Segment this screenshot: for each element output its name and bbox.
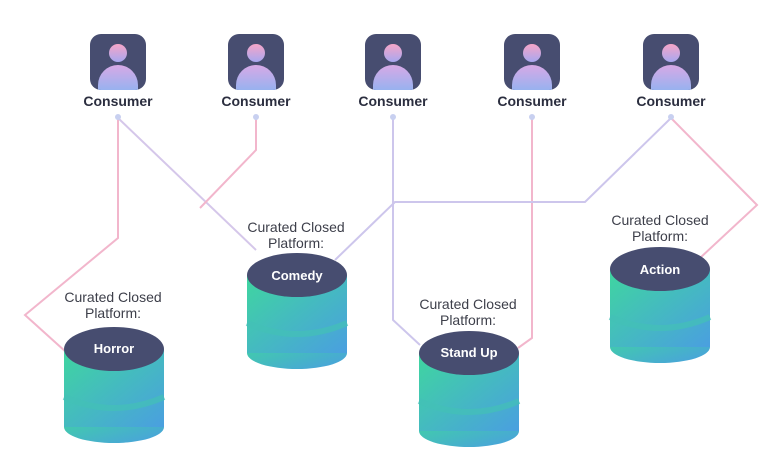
platform-caption-comedy: Curated Closed Platform: [226, 219, 366, 251]
connector-dot [668, 114, 674, 120]
database-icon [417, 331, 521, 447]
caption-line: Curated Closed [247, 219, 345, 235]
consumer-node-5: Consumer [621, 34, 721, 109]
consumer-label: Consumer [497, 93, 567, 109]
consumer-label: Consumer [358, 93, 428, 109]
consumer-label: Consumer [636, 93, 706, 109]
user-icon [228, 34, 284, 90]
consumer-node-4: Consumer [482, 34, 582, 109]
link-consumer-4-standup [517, 118, 533, 349]
connector-dot [115, 114, 121, 120]
database-icon [608, 247, 712, 363]
connector-dot [390, 114, 396, 120]
platform-name: Horror [93, 341, 135, 356]
platform-caption-action: Curated Closed Platform: [590, 212, 730, 244]
caption-line: Curated Closed [419, 296, 517, 312]
user-icon [504, 34, 560, 90]
database-action: Action [608, 247, 712, 367]
database-standup: Stand Up [417, 331, 521, 451]
connector-dot [529, 114, 535, 120]
platform-name: Action [639, 262, 681, 277]
user-icon [643, 34, 699, 90]
consumer-node-1: Consumer [68, 34, 168, 109]
platform-name: Stand Up [440, 345, 498, 360]
caption-line: Platform: [84, 305, 141, 321]
caption-line: Platform: [439, 312, 496, 328]
consumer-node-2: Consumer [206, 34, 306, 109]
link-consumer-2-horror [199, 118, 257, 209]
consumer-label: Consumer [83, 93, 153, 109]
consumer-node-3: Consumer [343, 34, 443, 109]
user-icon [90, 34, 146, 90]
link-consumer-5-action [670, 117, 759, 259]
link-consumer-3-standup [392, 118, 421, 346]
caption-line: Platform: [631, 228, 688, 244]
user-icon [365, 34, 421, 90]
link-consumer-1-comedy [117, 117, 257, 251]
caption-line: Curated Closed [64, 289, 162, 305]
database-horror: Horror [62, 327, 166, 447]
consumer-label: Consumer [221, 93, 291, 109]
connector-dot [253, 114, 259, 120]
platform-name: Comedy [271, 268, 323, 283]
database-comedy: Comedy [245, 253, 349, 373]
caption-line: Platform: [267, 235, 324, 251]
platform-caption-horror: Curated Closed Platform: [43, 289, 183, 321]
platform-caption-standup: Curated Closed Platform: [398, 296, 538, 328]
database-icon [62, 327, 166, 443]
link-consumer-5-comedy [334, 117, 672, 261]
database-icon [245, 253, 349, 369]
link-consumer-1-horror [23, 118, 119, 353]
caption-line: Curated Closed [611, 212, 709, 228]
